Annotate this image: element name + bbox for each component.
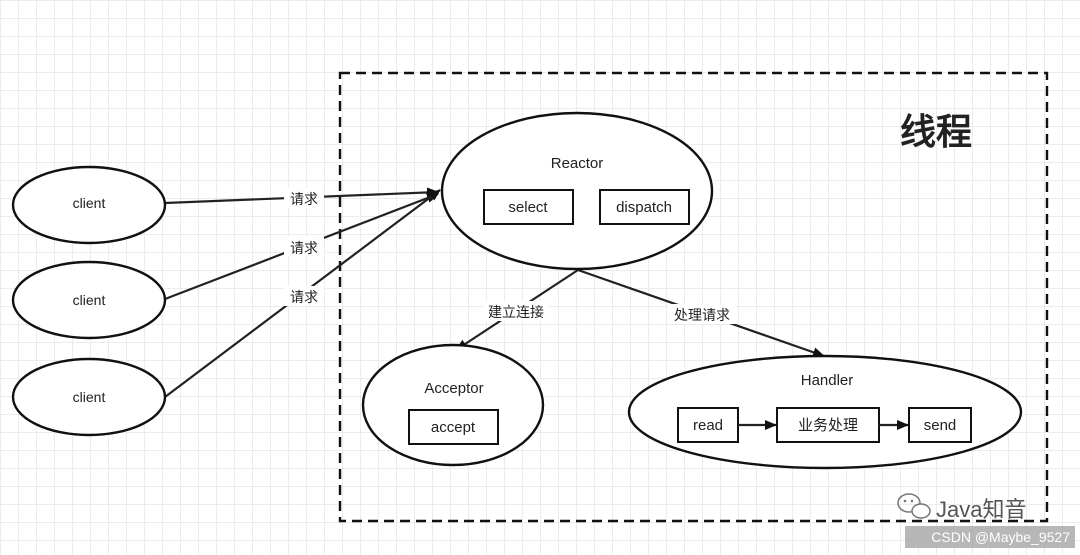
client-label: client xyxy=(73,292,106,308)
send-label: send xyxy=(924,417,957,434)
edge-label-request-2: 请求 xyxy=(290,240,318,256)
client-node-2: client xyxy=(11,260,167,340)
client-label: client xyxy=(73,195,106,211)
edge-label-request-3: 请求 xyxy=(290,289,318,305)
client-node-1: client xyxy=(11,165,167,245)
read-box xyxy=(677,407,739,443)
thread-label: 线程 xyxy=(900,111,972,152)
business-label: 业务处理 xyxy=(798,417,858,434)
client-label: client xyxy=(73,389,106,405)
csdn-watermark: CSDN @Maybe_9527 xyxy=(931,529,1070,545)
thread-boundary xyxy=(338,71,1049,523)
accept-box xyxy=(408,409,499,445)
reactor-node: Reactor select dispatch xyxy=(440,111,714,271)
select-box xyxy=(483,189,574,225)
accept-label: accept xyxy=(431,419,476,436)
business-box xyxy=(776,407,880,443)
select-label: select xyxy=(508,199,548,216)
wechat-logo-icon xyxy=(897,493,931,519)
acceptor-title: Acceptor xyxy=(424,380,483,397)
read-label: read xyxy=(693,417,723,434)
edge-label-request-1: 请求 xyxy=(290,191,318,207)
handler-node: Handler read 业务处理 send xyxy=(627,354,1023,470)
acceptor-node: Acceptor accept xyxy=(361,343,545,467)
dispatch-box xyxy=(599,189,690,225)
reactor-title: Reactor xyxy=(551,155,604,172)
handler-title: Handler xyxy=(801,372,854,389)
edge-label-process: 处理请求 xyxy=(674,307,730,323)
edge-label-establish: 建立连接 xyxy=(488,304,544,320)
csdn-watermark-bg xyxy=(905,526,1075,548)
wechat-watermark: Java知音 xyxy=(936,497,1026,522)
client-node-3: client xyxy=(11,357,167,437)
dispatch-label: dispatch xyxy=(616,199,672,216)
send-box xyxy=(908,407,972,443)
